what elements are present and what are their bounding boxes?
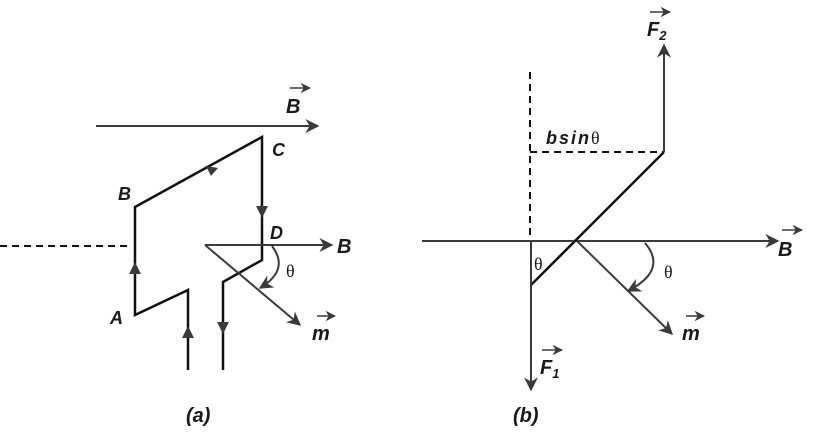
label-field-vector-a: B xyxy=(286,96,300,118)
label-angle-left: θ xyxy=(534,254,543,274)
label-force-F1: F1 xyxy=(540,357,559,381)
label-corner-C: C xyxy=(272,140,286,160)
caption-b: (b) xyxy=(513,405,539,427)
label-corner-B: B xyxy=(118,184,131,204)
label-force-F2: F2 xyxy=(647,19,667,43)
arrow-up-a xyxy=(129,262,141,274)
angle-arc-b xyxy=(626,242,655,292)
moment-vector-a xyxy=(204,244,302,326)
arrow-up-in xyxy=(182,326,194,338)
panel-a: B B C D A B θ m (a) xyxy=(0,82,351,427)
caption-a: (a) xyxy=(186,405,211,427)
label-field-axis-a: B xyxy=(337,236,351,258)
arrow-down-cd xyxy=(256,206,268,218)
label-field-b: B xyxy=(778,239,792,261)
label-corner-A: A xyxy=(109,308,123,328)
label-angle-a: θ xyxy=(286,261,295,281)
arrow-bc xyxy=(206,166,218,176)
angle-arc-a xyxy=(258,245,280,289)
moment-vector-b xyxy=(576,240,674,335)
panel-b: F2 bsinθ B θ θ m F1 (b) xyxy=(422,6,804,427)
label-lever-arm: bsinθ xyxy=(546,128,600,148)
current-loop xyxy=(133,134,264,370)
arrow-down-out xyxy=(217,322,229,334)
label-corner-D: D xyxy=(270,223,283,243)
label-angle-right: θ xyxy=(664,262,673,282)
label-moment-a: m xyxy=(312,323,330,345)
label-moment-b: m xyxy=(682,323,700,345)
coil-side xyxy=(530,151,665,286)
